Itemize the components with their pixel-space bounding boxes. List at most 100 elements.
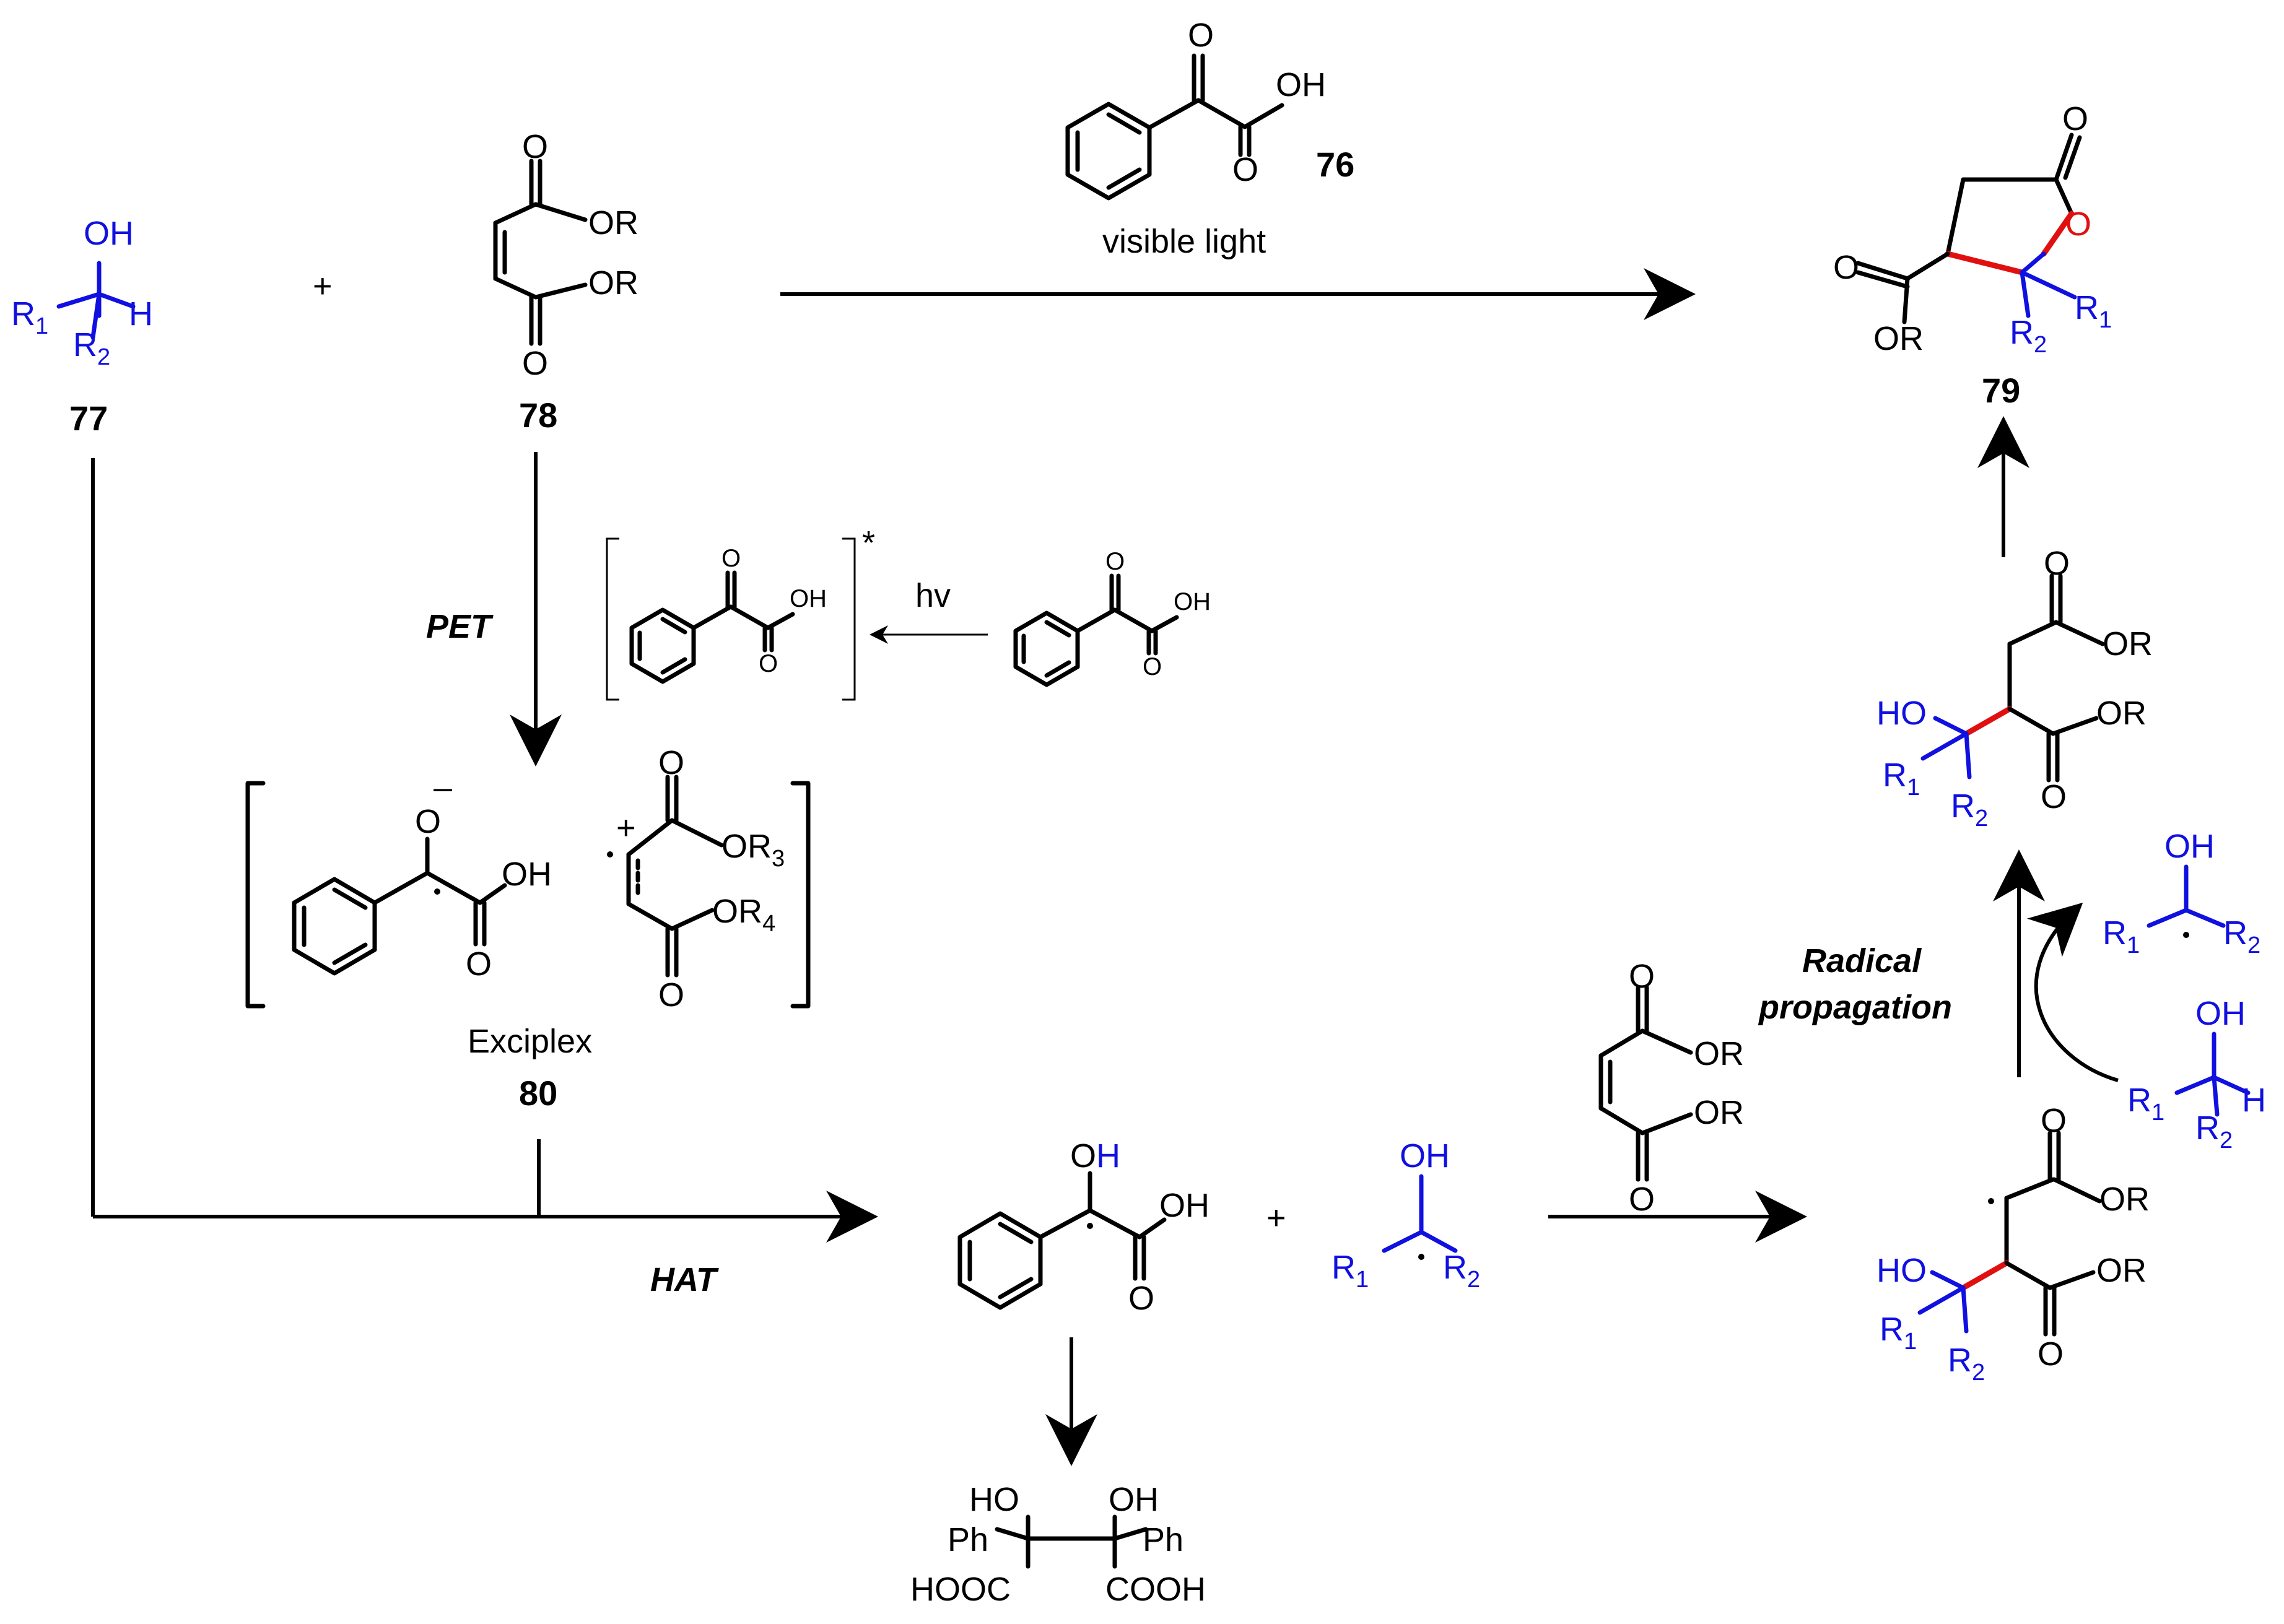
adduct-r1: R1 (1880, 1311, 1917, 1355)
adduct-r2: R2 (1948, 1342, 1985, 1386)
alcohol-h-label: H (129, 295, 153, 332)
compound-79-product: O O O OR R1 R2 79 (1833, 100, 2112, 410)
product-or: OR (1873, 320, 1924, 357)
maleate-reagent-o-bottom: O (1629, 1181, 1655, 1218)
ground-o-bottom: O (1143, 653, 1162, 680)
product-ester-o: O (1833, 249, 1859, 286)
catalyst-o-top: O (1188, 17, 1214, 54)
diester-or-top: OR (2103, 625, 2153, 662)
radical-oh: OH (1400, 1137, 1450, 1175)
regen-radical-r1: R1 (2103, 914, 2140, 958)
product-ring-o: O (2065, 206, 2091, 243)
exciplex-maleate-o-bottom: O (658, 976, 684, 1014)
diester-r1: R1 (1883, 757, 1920, 801)
diester-r2: R2 (1951, 788, 1988, 832)
hydroxy-diester: O OR OR O HO R1 R2 (1876, 545, 2153, 832)
exciplex-name: Exciplex (468, 1023, 592, 1060)
catalyst-oh: OH (1276, 66, 1326, 103)
maleate-o-bottom: O (522, 345, 548, 382)
adduct-o-top: O (2041, 1102, 2067, 1139)
radical-r1: R1 (1332, 1249, 1369, 1293)
regenerated-radical: OH R1 R2 (2103, 828, 2260, 958)
incoming-r2: R2 (2195, 1109, 2233, 1153)
compound-77-number: 77 (69, 399, 108, 438)
incoming-oh: OH (2195, 995, 2246, 1032)
maleate-or-top: OR (588, 204, 639, 241)
compound-76-number: 76 (1316, 145, 1354, 184)
dimer-ph-right: Ph (1143, 1521, 1183, 1558)
plus-sign-2: + (1266, 1199, 1286, 1236)
regen-radical-r2: R2 (2223, 914, 2260, 958)
product-carbonyl-o: O (2062, 100, 2088, 137)
ground-oh: OH (1174, 588, 1211, 615)
exciplex-oh: OH (502, 856, 552, 893)
adduct-or-top: OR (2099, 1181, 2150, 1218)
diester-ho: HO (1876, 695, 1927, 732)
maleate-reagent-or-bottom: OR (1694, 1094, 1744, 1131)
exciplex-maleate-o-top: O (658, 744, 684, 781)
alcohol-r2-label: R2 (73, 326, 110, 370)
alcohol-r1-label: R1 (11, 295, 48, 339)
exciplex-plus: + (616, 809, 636, 846)
maleate-reagent-or-top: OR (1694, 1035, 1744, 1072)
propagation-curved-arrow (2026, 902, 2119, 1082)
compound-80-number: 80 (519, 1074, 557, 1113)
exciplex-o-radical-anion: O (415, 803, 441, 840)
diester-or-bottom: OR (2096, 695, 2147, 732)
propagation-label: propagation (1758, 989, 1952, 1026)
ketyl-o-acid: O (1128, 1280, 1154, 1317)
compound-77-alcohol: OH R1 H R2 77 (11, 215, 153, 438)
dimer-product: HO OH Ph Ph HOOC COOH (910, 1481, 1206, 1608)
compound-79-number: 79 (1982, 371, 2020, 410)
ketyl-radical: OH OH O (957, 1137, 1210, 1317)
product-r1: R1 (2075, 289, 2112, 333)
ground-o-top: O (1105, 548, 1125, 575)
exciplex-80: O – OH O + O OR3 OR4 O Exciplex 80 (245, 744, 811, 1113)
product-r2: R2 (2010, 314, 2047, 358)
adduct-radical: O OR OR O HO R1 R2 (1876, 1102, 2150, 1386)
maleate-reagent-o-top: O (1629, 958, 1655, 995)
dimer-ho: HO (969, 1481, 1019, 1518)
plus-sign-1: + (313, 267, 333, 305)
hat-label: HAT (650, 1261, 719, 1298)
incoming-alcohol: OH R1 H R2 (2127, 995, 2266, 1153)
excited-o-top: O (721, 545, 741, 572)
dimer-ph-left: Ph (948, 1521, 988, 1558)
regen-radical-oh: OH (2164, 828, 2215, 865)
ground-state-catalyst: O OH O (1013, 548, 1211, 687)
dimer-cooh: COOH (1105, 1571, 1206, 1608)
pet-label: PET (426, 608, 494, 645)
maleate-reagent: O OR OR O (1598, 958, 1744, 1218)
compound-78-number: 78 (519, 396, 557, 435)
exciplex-minus: – (434, 769, 452, 806)
hv-label: hv (915, 577, 951, 614)
alcohol-oh-label: OH (84, 215, 134, 252)
radical-label: Radical (1802, 942, 1922, 979)
exciplex-or3: OR3 (721, 828, 785, 872)
visible-light-label: visible light (1102, 223, 1266, 260)
dimer-oh: OH (1109, 1481, 1159, 1518)
ketyl-oh: OH (1159, 1187, 1210, 1224)
exciplex-or4: OR4 (712, 893, 775, 937)
excited-state-star: * (862, 524, 875, 562)
incoming-r1: R1 (2127, 1082, 2164, 1126)
excited-o-bottom: O (759, 650, 778, 677)
radical-r2: R2 (1443, 1249, 1480, 1293)
excited-oh: OH (790, 585, 827, 612)
adduct-ho: HO (1876, 1252, 1927, 1289)
compound-76-catalyst: O OH O 76 (1065, 17, 1354, 201)
maleate-or-bottom: OR (588, 264, 639, 302)
dimer-hooc: HOOC (910, 1571, 1011, 1608)
compound-78-maleate: O OR OR O 78 (493, 128, 639, 435)
diester-o-bottom: O (2041, 778, 2067, 815)
ketyl-o: OH (1070, 1137, 1120, 1175)
adduct-or-bottom: OR (2096, 1252, 2147, 1289)
hydroxyalkyl-radical: OH R1 R2 (1332, 1137, 1480, 1293)
excited-catalyst: * O OH O (606, 524, 875, 701)
incoming-h: H (2242, 1082, 2266, 1119)
maleate-o-top: O (522, 128, 548, 165)
catalyst-o-bottom: O (1232, 151, 1258, 188)
exciplex-o-acid: O (466, 945, 492, 983)
adduct-o-bottom: O (2038, 1335, 2064, 1373)
